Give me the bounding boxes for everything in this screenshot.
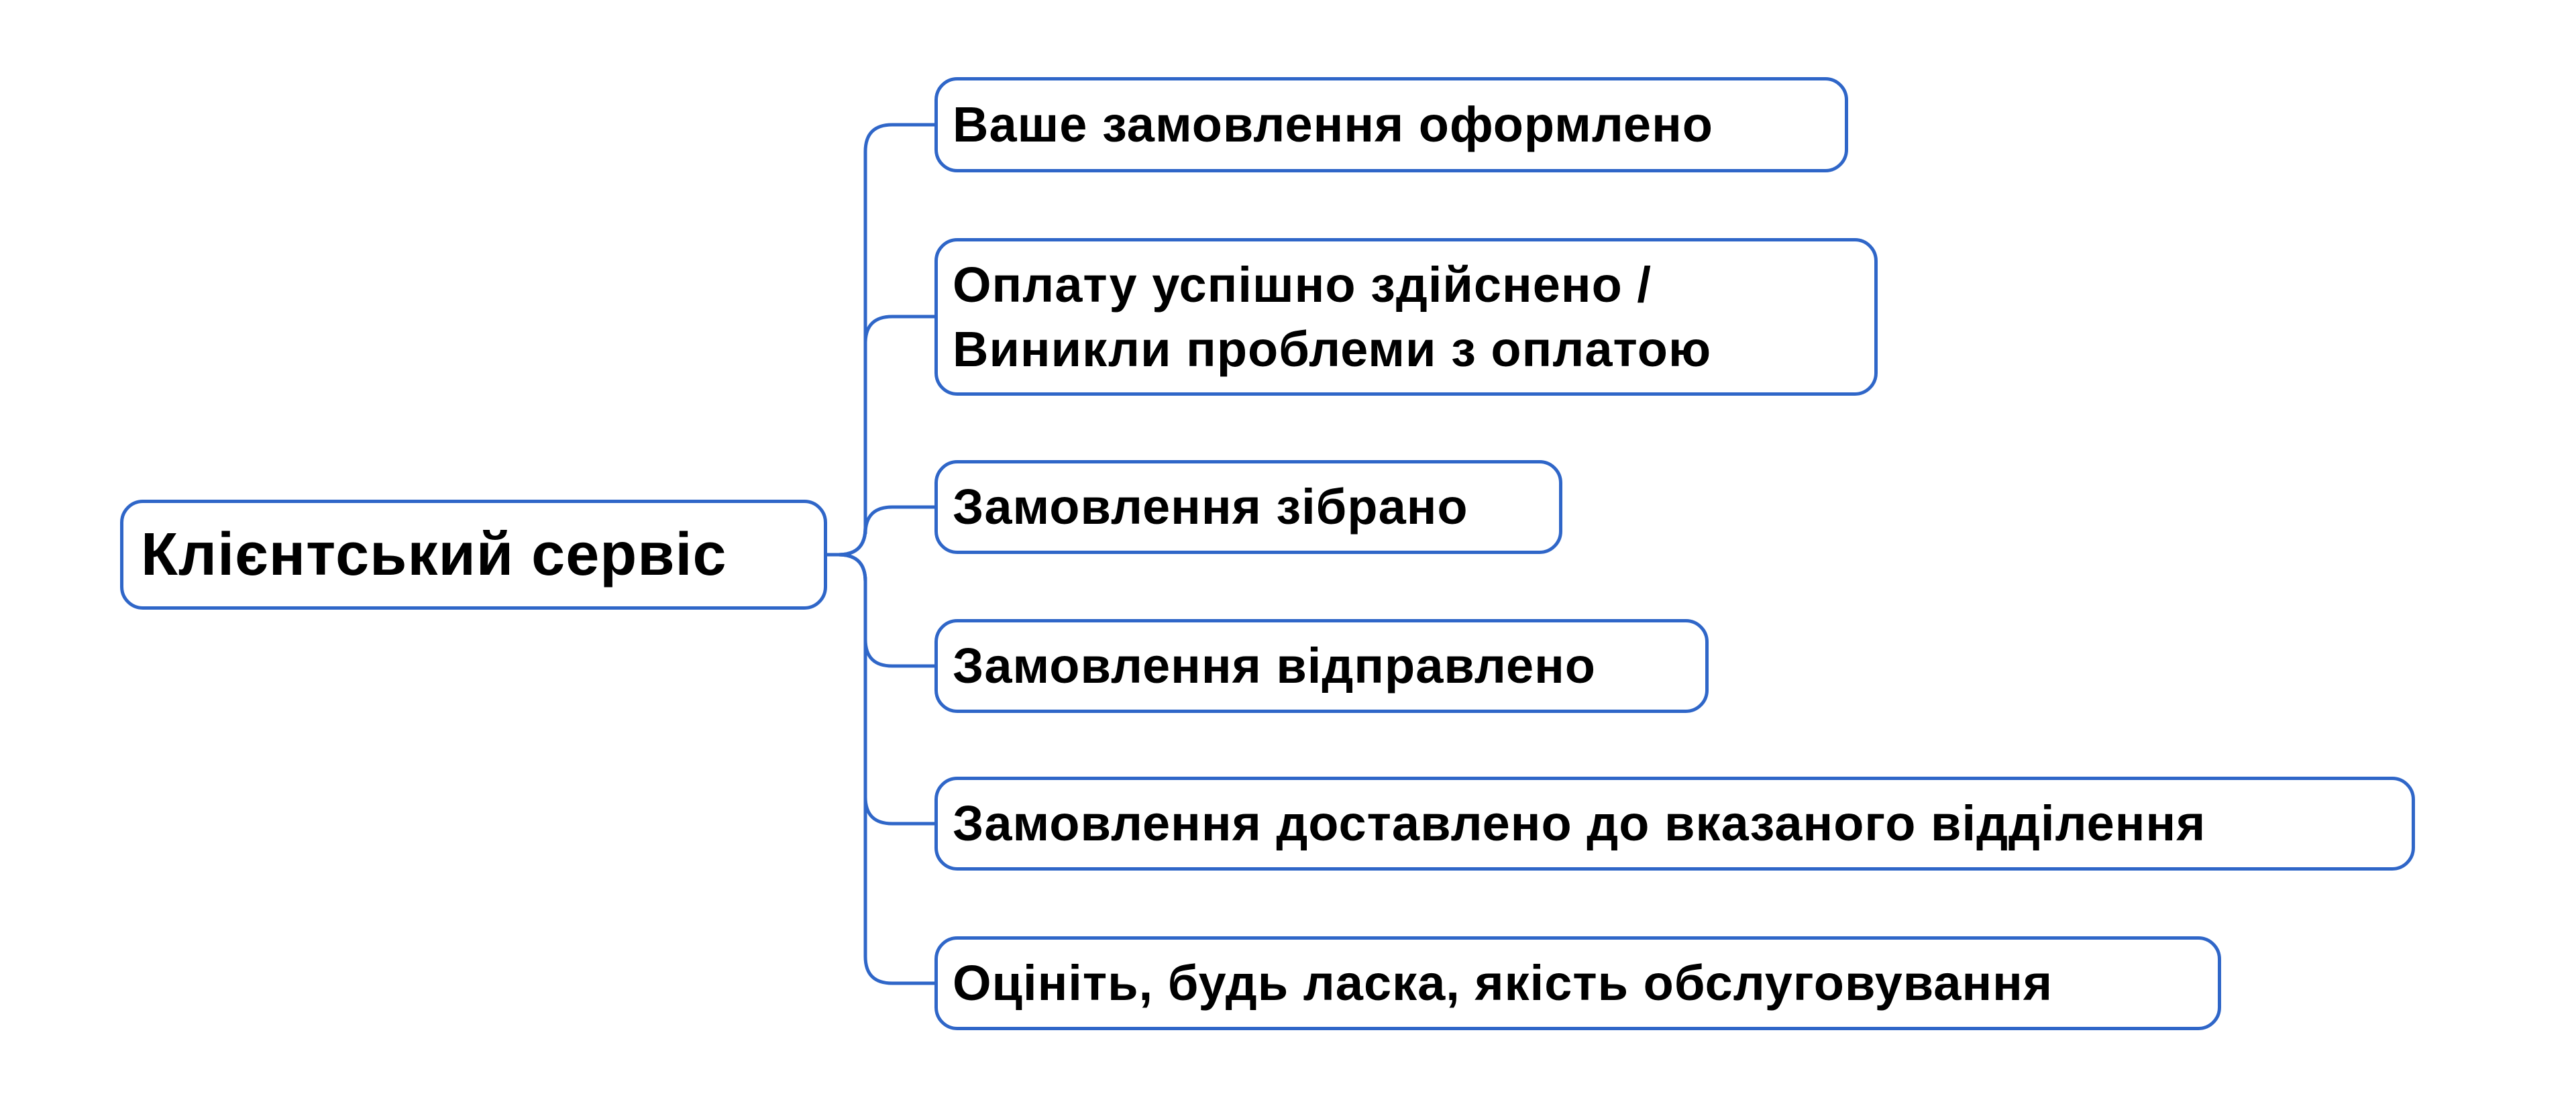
child-node-rate-service[interactable]: Оцініть, будь ласка, якість обслуговуван… xyxy=(934,936,2221,1030)
root-node[interactable]: Клієнтський сервіс xyxy=(120,500,827,610)
connector-line-2 xyxy=(827,505,934,557)
child-node-payment[interactable]: Оплату успішно здійснено / Виникли пробл… xyxy=(934,238,1878,396)
child-label: Замовлення доставлено до вказаного відді… xyxy=(953,795,2206,851)
connector-line-4 xyxy=(827,553,934,826)
child-label: Ваше замовлення оформлено xyxy=(953,97,1713,152)
connector-line-3 xyxy=(827,553,934,668)
child-node-order-assembled[interactable]: Замовлення зібрано xyxy=(934,460,1562,554)
connector-line-0 xyxy=(827,123,934,557)
child-label: Замовлення відправлено xyxy=(953,638,1596,694)
root-label: Клієнтський сервіс xyxy=(141,521,727,588)
child-node-order-placed[interactable]: Ваше замовлення оформлено xyxy=(934,77,1848,172)
child-node-order-shipped[interactable]: Замовлення відправлено xyxy=(934,619,1709,713)
connector-line-5 xyxy=(827,553,934,985)
child-node-order-delivered[interactable]: Замовлення доставлено до вказаного відді… xyxy=(934,777,2415,871)
child-label-line-2: Виникли проблеми з оплатою xyxy=(953,321,1712,377)
child-label: Замовлення зібрано xyxy=(953,479,1468,535)
child-label-line-1: Оплату успішно здійснено / xyxy=(953,256,1652,313)
child-label: Оцініть, будь ласка, якість обслуговуван… xyxy=(953,955,2053,1011)
connector-line-1 xyxy=(827,315,934,557)
